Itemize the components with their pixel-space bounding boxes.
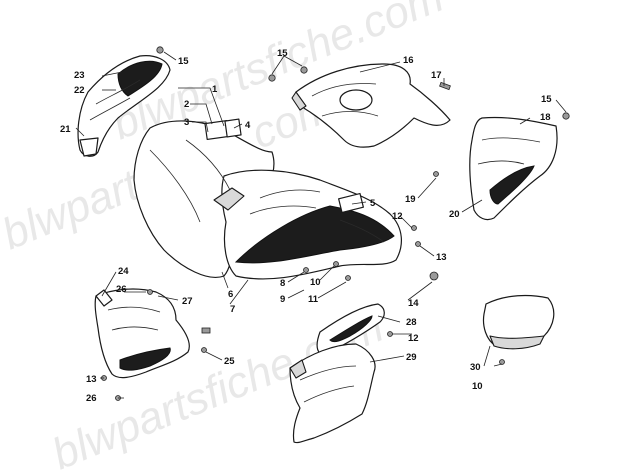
label-plates	[204, 118, 364, 214]
callout-7: 7	[230, 304, 235, 315]
callout-12a: 12	[392, 211, 403, 222]
clip-13	[415, 241, 421, 247]
callout-4: 4	[245, 120, 251, 131]
clip-10	[333, 261, 339, 267]
clip-26a	[147, 289, 153, 295]
callout-27: 27	[182, 296, 193, 307]
callout-29: 29	[406, 352, 417, 363]
bracket-27	[201, 327, 211, 334]
front-bumper	[94, 288, 190, 379]
callout-30: 30	[470, 362, 481, 373]
clip-12	[411, 225, 417, 231]
screw-15d	[562, 112, 570, 120]
headlight-pod-cover	[77, 55, 171, 157]
callout-14: 14	[408, 298, 419, 309]
callout-15a: 15	[178, 56, 189, 67]
clip-8	[303, 267, 309, 273]
callout-20: 20	[449, 209, 460, 220]
callout-6: 6	[228, 289, 233, 300]
screw-25	[201, 347, 207, 353]
tank-cover	[291, 63, 451, 148]
callout-9: 9	[280, 294, 285, 305]
callout-22: 22	[74, 85, 85, 96]
callout-19: 19	[405, 194, 416, 205]
callout-8: 8	[280, 278, 285, 289]
callout-15c: 15	[541, 94, 552, 105]
callout-11: 11	[308, 294, 319, 305]
footwell-panel-lower	[289, 343, 376, 444]
callout-18: 18	[540, 112, 551, 123]
hardware-group	[101, 46, 570, 401]
callout-10b: 10	[472, 381, 483, 392]
screw-15b	[268, 74, 276, 82]
rear-cover	[482, 294, 555, 350]
leader-lines	[75, 51, 567, 399]
bolt-17	[439, 81, 451, 91]
callout-26b: 26	[86, 393, 97, 404]
clip-12b	[387, 331, 393, 337]
callout-24: 24	[118, 266, 129, 277]
callout-13b: 13	[86, 374, 97, 385]
callout-16: 16	[403, 55, 414, 66]
callout-2: 2	[184, 99, 189, 110]
clip-19	[433, 171, 439, 177]
callout-15b: 15	[277, 48, 288, 59]
callout-3: 3	[184, 117, 189, 128]
screw-15c	[300, 66, 308, 74]
nut-14	[429, 271, 439, 281]
callout-13a: 13	[436, 252, 447, 263]
callout-10a: 10	[310, 277, 321, 288]
callout-28: 28	[406, 317, 417, 328]
callout-labels: 1 2 3 4 5 6 7 8 9 10 10 11 12 12 13 13 1…	[60, 48, 552, 404]
callout-25: 25	[224, 356, 235, 367]
clip-10b	[499, 359, 505, 365]
callout-5: 5	[370, 198, 376, 209]
clip-11	[345, 275, 351, 281]
callout-1: 1	[212, 84, 218, 95]
callout-21: 21	[60, 124, 71, 135]
callout-23: 23	[74, 70, 85, 81]
callout-17: 17	[431, 70, 442, 81]
callout-26a: 26	[116, 284, 127, 295]
callout-12b: 12	[408, 333, 419, 344]
screw-15a	[156, 46, 164, 54]
side-panel	[469, 116, 558, 221]
